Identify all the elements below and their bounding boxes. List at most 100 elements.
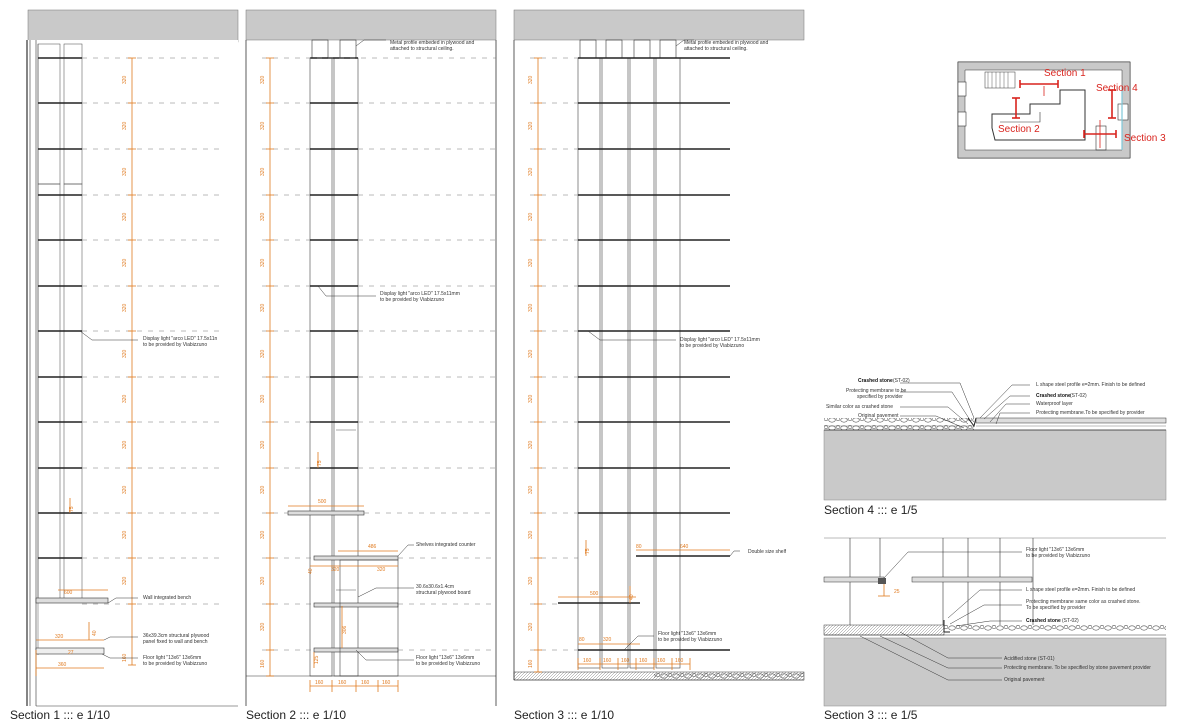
svg-text:80: 80 bbox=[579, 637, 585, 643]
svg-text:160: 160 bbox=[657, 658, 666, 664]
section-3-drawing: 320 320 320 320 320 320 320 320 320 320 … bbox=[513, 9, 805, 681]
svg-text:Floor light "13x6" 13x6mm: Floor light "13x6" 13x6mm bbox=[1026, 547, 1084, 553]
svg-text:160: 160 bbox=[639, 658, 648, 664]
svg-text:320: 320 bbox=[122, 576, 128, 585]
section-markers bbox=[1012, 80, 1117, 148]
wall-mask bbox=[0, 40, 30, 706]
svg-text:486: 486 bbox=[368, 544, 377, 550]
svg-text:640: 640 bbox=[680, 544, 689, 550]
svg-text:(ST-02): (ST-02) bbox=[1070, 393, 1087, 399]
svg-text:75: 75 bbox=[585, 548, 591, 554]
svg-text:320: 320 bbox=[122, 303, 128, 312]
svg-text:Crashed stone: Crashed stone bbox=[858, 378, 893, 384]
svg-text:320: 320 bbox=[122, 75, 128, 84]
svg-text:320: 320 bbox=[528, 212, 534, 221]
caption-section-1: Section 1 ::: e 1/10 bbox=[10, 708, 111, 722]
svg-text:320: 320 bbox=[528, 303, 534, 312]
detail-section-3: 25 Floor light "13x6" 13x6mm to be provi… bbox=[823, 537, 1167, 707]
svg-text:(ST-02): (ST-02) bbox=[893, 378, 910, 384]
svg-text:160: 160 bbox=[528, 659, 534, 668]
svg-text:320: 320 bbox=[377, 567, 386, 573]
svg-text:600: 600 bbox=[64, 590, 73, 596]
svg-text:160: 160 bbox=[382, 680, 391, 686]
svg-text:320: 320 bbox=[260, 394, 266, 403]
svg-text:Original pavement: Original pavement bbox=[858, 413, 899, 419]
svg-text:320: 320 bbox=[528, 485, 534, 494]
svg-text:320: 320 bbox=[122, 530, 128, 539]
svg-text:panel fixed to wall and bench: panel fixed to wall and bench bbox=[143, 639, 208, 645]
svg-text:320: 320 bbox=[122, 440, 128, 449]
section-1-drawing: 320 320 320 320 320 320 320 320 320 320 … bbox=[0, 9, 239, 707]
svg-text:306: 306 bbox=[342, 625, 348, 634]
key-section-4: Section 4 bbox=[1096, 83, 1138, 94]
svg-text:27: 27 bbox=[68, 650, 74, 656]
svg-text:320: 320 bbox=[603, 637, 612, 643]
svg-text:160: 160 bbox=[315, 680, 324, 686]
ceiling-slab bbox=[27, 9, 239, 43]
svg-text:320: 320 bbox=[122, 167, 128, 176]
svg-text:320: 320 bbox=[331, 567, 340, 573]
svg-text:360: 360 bbox=[58, 662, 67, 668]
svg-text:320: 320 bbox=[122, 485, 128, 494]
svg-text:320: 320 bbox=[122, 212, 128, 221]
svg-text:Double size shelf: Double size shelf bbox=[748, 549, 787, 555]
svg-text:to be provided by Viabizzuno: to be provided by Viabizzuno bbox=[658, 637, 722, 643]
s1-dimension-chain bbox=[35, 57, 136, 676]
svg-text:320: 320 bbox=[260, 440, 266, 449]
s1-bench-note: Wall integrated bench bbox=[143, 595, 191, 601]
svg-text:320: 320 bbox=[260, 530, 266, 539]
svg-text:Display light "arco LED" 17.5x: Display light "arco LED" 17.5x11mm bbox=[380, 291, 460, 297]
svg-text:320: 320 bbox=[260, 121, 266, 130]
svg-text:Shelves integrated counter: Shelves integrated counter bbox=[416, 542, 476, 548]
svg-text:160: 160 bbox=[603, 658, 612, 664]
svg-text:To be specified by provider: To be specified by provider bbox=[1026, 605, 1086, 611]
svg-text:320: 320 bbox=[528, 349, 534, 358]
svg-text:320: 320 bbox=[260, 485, 266, 494]
svg-text:Crashed stone: Crashed stone bbox=[1026, 618, 1061, 624]
svg-text:75: 75 bbox=[69, 506, 75, 512]
svg-text:320: 320 bbox=[528, 530, 534, 539]
svg-text:Similar color as crashed stone: Similar color as crashed stone bbox=[826, 404, 893, 410]
svg-text:320: 320 bbox=[528, 258, 534, 267]
s1-dimension-labels: 320 320 320 320 320 320 320 320 320 320 … bbox=[55, 75, 128, 668]
svg-text:125: 125 bbox=[314, 655, 320, 664]
elevation-background bbox=[28, 40, 238, 706]
svg-text:Floor light "13x6" 13x6mm: Floor light "13x6" 13x6mm bbox=[658, 631, 716, 637]
svg-text:320: 320 bbox=[260, 622, 266, 631]
section-2-drawing: 320 320 320 320 320 320 320 320 320 320 … bbox=[245, 9, 497, 706]
caption-section-3: Section 3 ::: e 1/10 bbox=[514, 708, 615, 722]
svg-text:to be provided by Viabizzuno: to be provided by Viabizzuno bbox=[143, 342, 207, 348]
caption-section-2: Section 2 ::: e 1/10 bbox=[246, 708, 347, 722]
svg-text:Protecting membrane.To be spec: Protecting membrane.To be specified by p… bbox=[1036, 410, 1145, 416]
svg-text:160: 160 bbox=[675, 658, 684, 664]
svg-text:40: 40 bbox=[92, 630, 98, 636]
svg-text:320: 320 bbox=[260, 349, 266, 358]
svg-text:320: 320 bbox=[55, 634, 64, 640]
svg-text:320: 320 bbox=[260, 75, 266, 84]
svg-text:L shape steel profile e=2mm. F: L shape steel profile e=2mm. Finish to b… bbox=[1026, 587, 1135, 593]
svg-text:Protecting membrane. To be spe: Protecting membrane. To be specified by … bbox=[1004, 665, 1151, 671]
key-section-2: Section 2 bbox=[998, 124, 1040, 135]
svg-text:40: 40 bbox=[629, 594, 635, 600]
svg-text:500: 500 bbox=[590, 591, 599, 597]
svg-text:to be provided by Viabizzuno: to be provided by Viabizzuno bbox=[380, 297, 444, 303]
svg-text:30.6x30.6x1.4cm: 30.6x30.6x1.4cm bbox=[416, 584, 454, 590]
svg-text:160: 160 bbox=[361, 680, 370, 686]
counter bbox=[287, 510, 365, 516]
svg-text:to be provided by Viabizzuno: to be provided by Viabizzuno bbox=[680, 343, 744, 349]
svg-text:Display light "arco LED" 17.5x: Display light "arco LED" 17.5x11mm bbox=[680, 337, 760, 343]
svg-text:attached to structural ceiling: attached to structural ceiling. bbox=[684, 46, 748, 52]
svg-text:320: 320 bbox=[260, 212, 266, 221]
svg-text:Original pavement: Original pavement bbox=[1004, 677, 1045, 683]
svg-text:500: 500 bbox=[318, 499, 327, 505]
svg-text:36x39.3cm structural plywood: 36x39.3cm structural plywood bbox=[143, 633, 209, 639]
svg-text:L shape steel profile e=2mm. F: L shape steel profile e=2mm. Finish to b… bbox=[1036, 382, 1145, 388]
svg-text:40: 40 bbox=[308, 568, 314, 574]
svg-text:320: 320 bbox=[528, 576, 534, 585]
svg-text:320: 320 bbox=[260, 576, 266, 585]
caption-detail-section-4: Section 4 ::: e 1/5 bbox=[824, 503, 918, 517]
svg-text:Metal profile embeded in plywo: Metal profile embeded in plywood and bbox=[390, 40, 474, 46]
s2-dimension-labels: 320 320 320 320 320 320 320 320 320 320 … bbox=[260, 75, 391, 686]
svg-text:320: 320 bbox=[528, 121, 534, 130]
